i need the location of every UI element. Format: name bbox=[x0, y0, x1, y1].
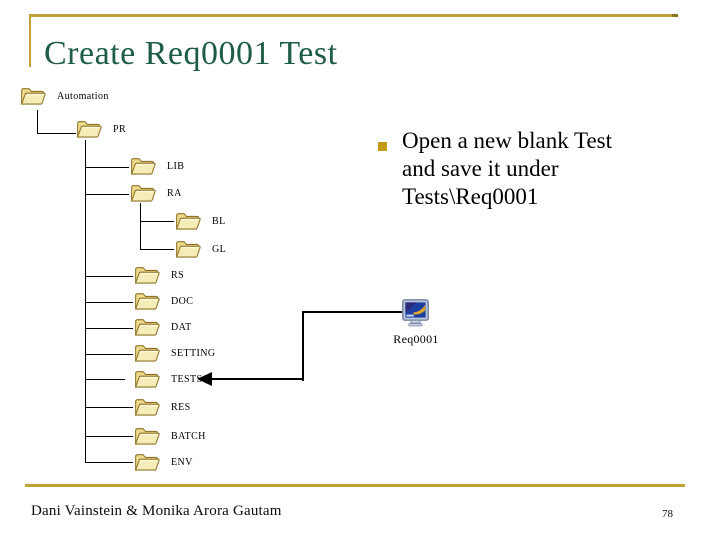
bullet-text-line: and save it under bbox=[402, 156, 559, 181]
tree-connector-line bbox=[85, 354, 133, 355]
tree-connector-line bbox=[37, 110, 38, 134]
folder-icon bbox=[175, 240, 201, 260]
tree-node-setting: SETTING bbox=[134, 344, 215, 363]
tree-node-label: ENV bbox=[171, 456, 193, 468]
arrow-to-tests-segment bbox=[210, 378, 304, 380]
tree-connector-line bbox=[85, 407, 133, 408]
tree-connector-line bbox=[37, 133, 76, 134]
tree-node-label: PR bbox=[113, 123, 127, 135]
tree-node-label: RES bbox=[171, 401, 191, 413]
folder-icon bbox=[134, 370, 160, 390]
tree-connector-line bbox=[85, 302, 133, 303]
folder-icon bbox=[134, 453, 160, 473]
tree-node-dat: DAT bbox=[134, 318, 192, 337]
arrowhead-icon bbox=[197, 372, 212, 386]
footer-accent-line bbox=[25, 484, 685, 487]
tree-node-label: Automation bbox=[57, 90, 109, 102]
tree-connector-line bbox=[85, 140, 86, 463]
folder-icon bbox=[134, 398, 160, 418]
tree-node-label: RS bbox=[171, 269, 185, 281]
tree-node-label: GL bbox=[212, 243, 227, 255]
folder-icon bbox=[134, 318, 160, 338]
tree-node-label: BL bbox=[212, 215, 226, 227]
tree-node-label: SETTING bbox=[171, 347, 216, 359]
title-accent-top-tip bbox=[672, 14, 678, 17]
tree-node-label: BATCH bbox=[171, 430, 206, 442]
folder-icon bbox=[20, 87, 46, 107]
tree-node-bl: BL bbox=[175, 212, 226, 231]
arrow-to-tests-segment bbox=[302, 311, 304, 381]
folder-icon bbox=[175, 212, 201, 232]
tree-node-tests: TESTS bbox=[134, 370, 202, 389]
tree-connector-line bbox=[85, 379, 125, 380]
tree-node-res: RES bbox=[134, 398, 191, 417]
bullet-text-line: Tests\Req0001 bbox=[402, 184, 539, 209]
tree-node-label: DOC bbox=[171, 295, 194, 307]
tree-node-label: TESTS bbox=[171, 373, 203, 385]
title-accent-top-line bbox=[30, 14, 672, 17]
tree-node-rs: RS bbox=[134, 266, 184, 285]
tree-node-pr: PR bbox=[76, 120, 126, 139]
tree-node-label: DAT bbox=[171, 321, 192, 333]
tree-node-label: LIB bbox=[167, 160, 185, 172]
folder-icon bbox=[134, 292, 160, 312]
page-number: 78 bbox=[662, 508, 673, 520]
bullet-text-line: Open a new blank Test bbox=[402, 128, 613, 153]
tree-connector-line bbox=[85, 276, 133, 277]
tree-connector-line bbox=[85, 167, 129, 168]
tree-node-gl: GL bbox=[175, 240, 226, 259]
tree-connector-line bbox=[140, 221, 174, 222]
folder-icon bbox=[130, 157, 156, 177]
tree-connector-line bbox=[140, 249, 174, 250]
tree-connector-line bbox=[85, 436, 133, 437]
callout-label: Req0001 bbox=[393, 332, 439, 346]
arrow-to-tests-segment bbox=[302, 311, 402, 313]
tree-node-env: ENV bbox=[134, 453, 193, 472]
folder-icon bbox=[76, 120, 102, 140]
bullet-marker bbox=[378, 142, 387, 151]
title-accent-left-line bbox=[29, 14, 31, 67]
folder-icon bbox=[134, 427, 160, 447]
tree-connector-line bbox=[85, 462, 133, 463]
test-monitor-icon bbox=[402, 299, 429, 327]
tree-node-ra: RA bbox=[130, 184, 182, 203]
tree-connector-line bbox=[85, 194, 129, 195]
tree-node-lib: LIB bbox=[130, 157, 184, 176]
tree-node-batch: BATCH bbox=[134, 427, 206, 446]
tree-node-automation: Automation bbox=[20, 87, 109, 106]
slide-title: Create Req0001 Test bbox=[44, 35, 338, 72]
tree-node-doc: DOC bbox=[134, 292, 193, 311]
tree-connector-line bbox=[85, 328, 133, 329]
bullet-text: Open a new blank Test and save it under … bbox=[402, 127, 672, 211]
footer-authors: Dani Vainstein & Monika Arora Gautam bbox=[31, 503, 282, 519]
folder-icon bbox=[134, 266, 160, 286]
tree-node-label: RA bbox=[167, 187, 182, 199]
folder-icon bbox=[130, 184, 156, 204]
tree-connector-line bbox=[140, 203, 141, 250]
folder-icon bbox=[134, 344, 160, 364]
